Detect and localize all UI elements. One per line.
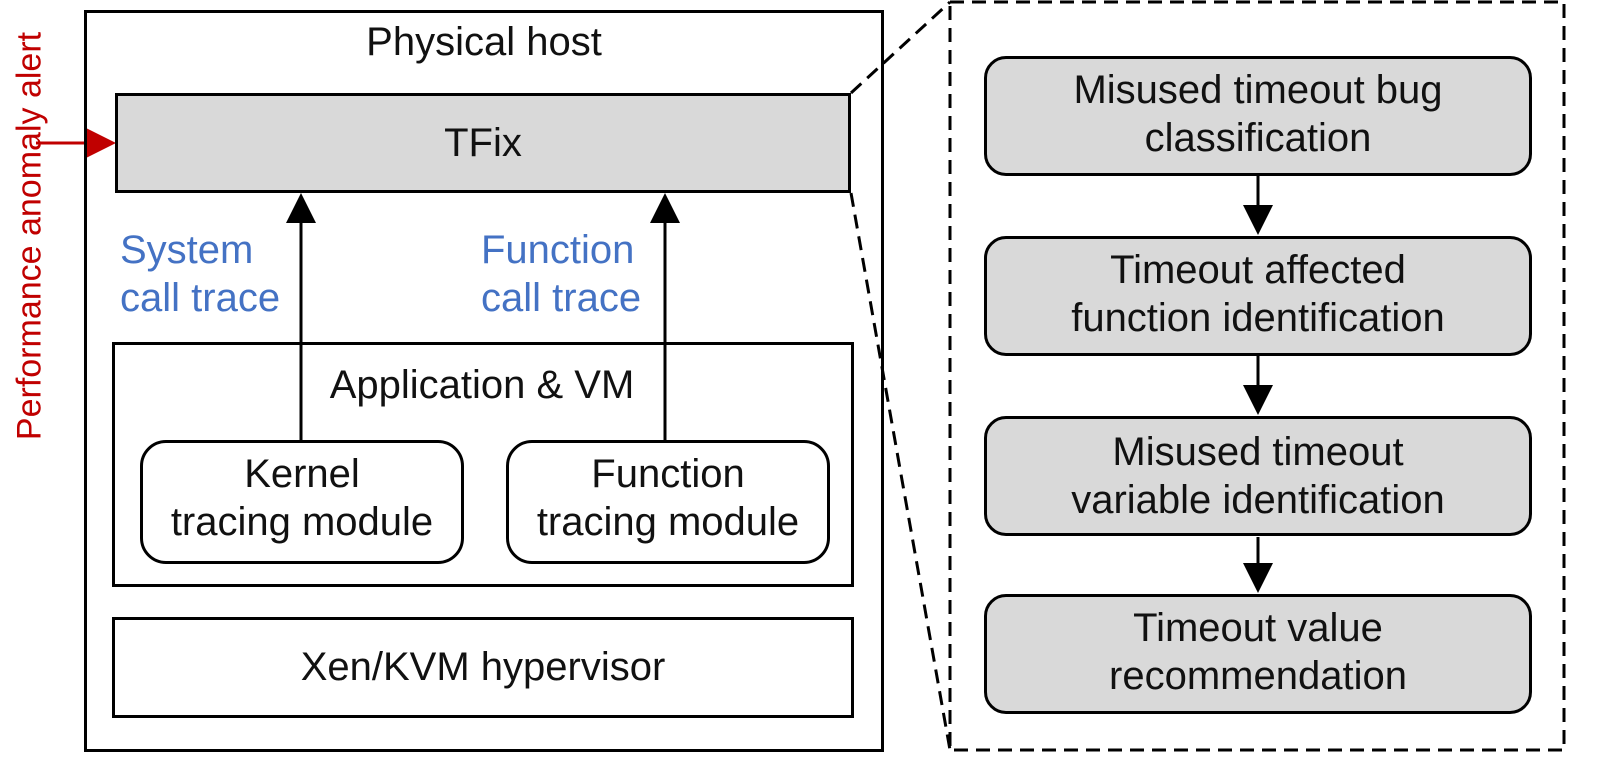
system-trace-label: System call trace [120, 226, 300, 322]
step-4-line-2: recommendation [1109, 654, 1407, 698]
kernel-module-line-2: tracing module [170, 500, 434, 544]
function-module-line-1: Function [591, 452, 745, 496]
hypervisor-label: Xen/KVM hypervisor [300, 645, 666, 689]
function-trace-line-1: Function [481, 228, 635, 272]
function-module-line-2: tracing module [536, 500, 800, 544]
step-2-line-2: function identification [1071, 296, 1445, 340]
function-tracing-module-label: Function tracing module [506, 450, 830, 546]
step-box-1 [984, 56, 1532, 176]
step-label-1: Misused timeout bug classification [984, 66, 1532, 162]
application-vm-box [112, 342, 854, 587]
step-2-line-1: Timeout affected [1110, 248, 1406, 292]
step-3-line-1: Misused timeout [1112, 430, 1404, 474]
tfix-box [115, 93, 851, 193]
step-label-2: Timeout affected function identification [984, 246, 1532, 342]
zoom-line-bottom [849, 192, 952, 751]
step-box-3 [984, 416, 1532, 536]
step-label-3: Misused timeout variable identification [984, 428, 1532, 524]
step-box-2 [984, 236, 1532, 356]
function-trace-line-2: call trace [481, 276, 642, 320]
physical-host-box [84, 10, 884, 752]
host-title: Physical host [366, 20, 602, 64]
hypervisor-box [112, 617, 854, 718]
kernel-tracing-module-box [140, 440, 464, 564]
system-trace-line-2: call trace [120, 276, 281, 320]
function-trace-label: Function call trace [481, 226, 661, 322]
tfix-label: TFix [444, 121, 522, 165]
step-box-4 [984, 594, 1532, 714]
function-tracing-module-box [506, 440, 830, 564]
step-label-4: Timeout value recommendation [984, 604, 1532, 700]
step-1-line-1: Misused timeout bug [1073, 68, 1443, 112]
application-vm-label: Application & VM [310, 361, 654, 409]
step-1-line-2: classification [1144, 116, 1372, 160]
step-4-line-1: Timeout value [1133, 606, 1383, 650]
kernel-module-line-1: Kernel [244, 452, 360, 496]
zoom-line-top [849, 0, 952, 95]
step-3-line-2: variable identification [1071, 478, 1445, 522]
system-trace-line-1: System [120, 228, 254, 272]
kernel-tracing-module-label: Kernel tracing module [140, 450, 464, 546]
performance-alert-label: Performance anomaly alert [10, 31, 49, 441]
